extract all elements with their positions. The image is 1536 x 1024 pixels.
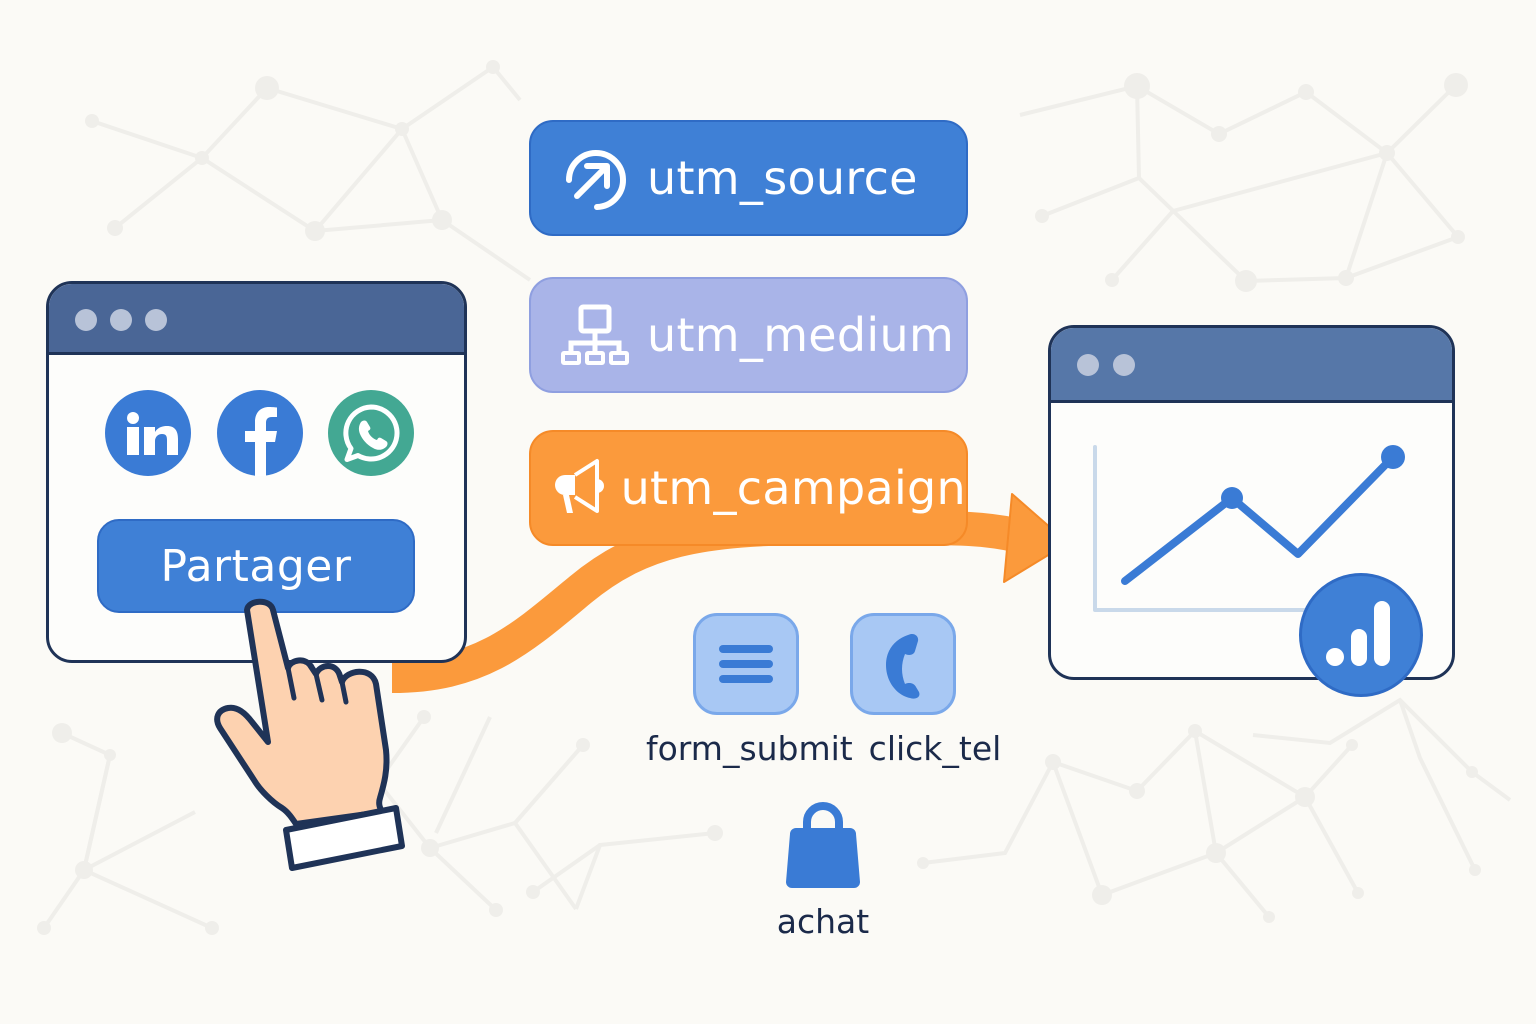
utm-campaign-pill[interactable]: utm_campaign [529,430,968,546]
utm-source-pill[interactable]: utm_source [529,120,968,236]
window-titlebar [49,284,464,355]
arrow-circle-icon [547,122,643,234]
linkedin-icon[interactable] [105,390,191,476]
window-dot [1077,354,1099,376]
utm-campaign-label: utm_campaign [620,461,966,515]
utm-medium-pill[interactable]: utm_medium [529,277,968,393]
analytics-bars-icon[interactable] [1299,573,1423,697]
click-tel-tile[interactable] [850,613,956,715]
whatsapp-icon[interactable] [328,390,414,476]
facebook-icon[interactable] [217,390,303,476]
window-dot [1113,354,1135,376]
shopping-bag-icon[interactable] [780,798,866,894]
window-dot [75,309,97,331]
form-submit-label: form_submit [646,729,853,768]
hand-pointer-icon [214,598,405,871]
click-tel-label: click_tel [868,729,1002,768]
achat-label: achat [776,902,870,941]
phone-icon [886,633,920,699]
utm-source-label: utm_source [647,151,918,205]
utm-medium-label: utm_medium [647,308,955,362]
network-hierarchy-icon [547,279,643,391]
form-submit-tile[interactable] [693,613,799,715]
form-lines-icon [719,645,773,683]
window-titlebar [1051,328,1452,403]
window-dot [110,309,132,331]
window-dot [145,309,167,331]
share-button[interactable]: Partager [97,519,415,613]
analytics-line-chart [1093,445,1405,612]
megaphone-icon [547,432,617,544]
share-button-label: Partager [160,540,352,592]
